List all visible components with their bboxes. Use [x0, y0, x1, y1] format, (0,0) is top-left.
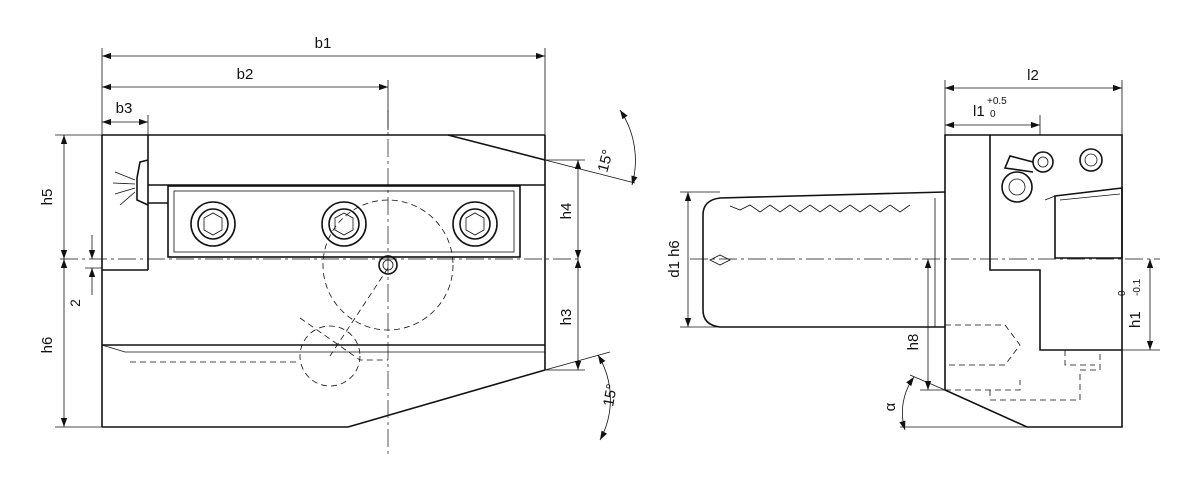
dim-h6: h6: [39, 259, 102, 428]
pin-icon: [1003, 151, 1054, 173]
dim-h5: h5: [39, 134, 102, 259]
hidden-coolant-channel: [989, 350, 1101, 401]
dim-h1: h1 0 -0.1: [1117, 259, 1160, 351]
screw-right-icon: [452, 201, 498, 247]
dim-b1: b1: [101, 35, 546, 135]
label-h3: h3: [558, 309, 575, 326]
left-view: b1 b2 b3 h5 h6: [39, 35, 638, 455]
screw-center-icon: [321, 201, 367, 247]
hidden-lines: [130, 317, 388, 363]
label-l1: l1: [973, 103, 985, 120]
holder-head-outline: [944, 134, 1123, 428]
holder-body-outline: [101, 134, 546, 428]
label-alpha: α: [882, 402, 899, 411]
dim-2: 2: [67, 235, 102, 307]
label-b3: b3: [116, 100, 133, 117]
label-h1-upper: 0: [1117, 290, 1128, 296]
wedge-plate: [167, 185, 521, 258]
clamp-wedge: [1044, 187, 1123, 259]
label-angle-top: 15°: [595, 148, 617, 174]
label-h6: h6: [39, 337, 56, 354]
dim-l1: l1 +0.5 0: [945, 96, 1041, 135]
hidden-bore-bottom: [945, 380, 1021, 391]
dim-b2: b2: [102, 66, 389, 130]
dim-h8: h8: [905, 259, 945, 391]
dim-angle-top: 15°: [544, 109, 638, 186]
label-2: 2: [67, 299, 83, 307]
shank: [702, 191, 946, 328]
label-h5: h5: [39, 189, 56, 206]
hidden-small-circle: [299, 325, 361, 387]
dim-b3: b3: [102, 100, 149, 135]
hidden-channel-2: [1064, 350, 1095, 366]
label-h1: h1: [1127, 311, 1144, 328]
label-l2: l2: [1027, 67, 1039, 84]
dim-h4: h4: [545, 159, 585, 259]
label-h4: h4: [558, 203, 575, 220]
label-b2: b2: [237, 66, 254, 83]
label-h1-lower: -0.1: [1132, 278, 1143, 296]
right-view: l2 l1 +0.5 0 d1 h6 h8 h1 0: [666, 67, 1160, 431]
coolant-screw-icon: [1079, 148, 1103, 172]
dim-d1: d1 h6: [666, 191, 720, 328]
label-angle-bottom: 15°: [600, 383, 621, 408]
coolant-nozzle-icon: [112, 159, 149, 206]
top-screw-icon: [1001, 171, 1033, 203]
dim-angle-bottom: 15°: [544, 351, 621, 441]
label-h8: h8: [905, 334, 922, 351]
label-l1-lower: 0: [990, 109, 996, 120]
dim-h3: h3: [545, 259, 585, 371]
label-b1: b1: [315, 35, 332, 52]
label-l1-upper: +0.5: [987, 96, 1007, 107]
label-d1: d1 h6: [666, 240, 683, 278]
screw-left-icon: [190, 201, 236, 247]
dim-alpha: α: [882, 374, 1027, 431]
hidden-bore: [945, 324, 1021, 366]
